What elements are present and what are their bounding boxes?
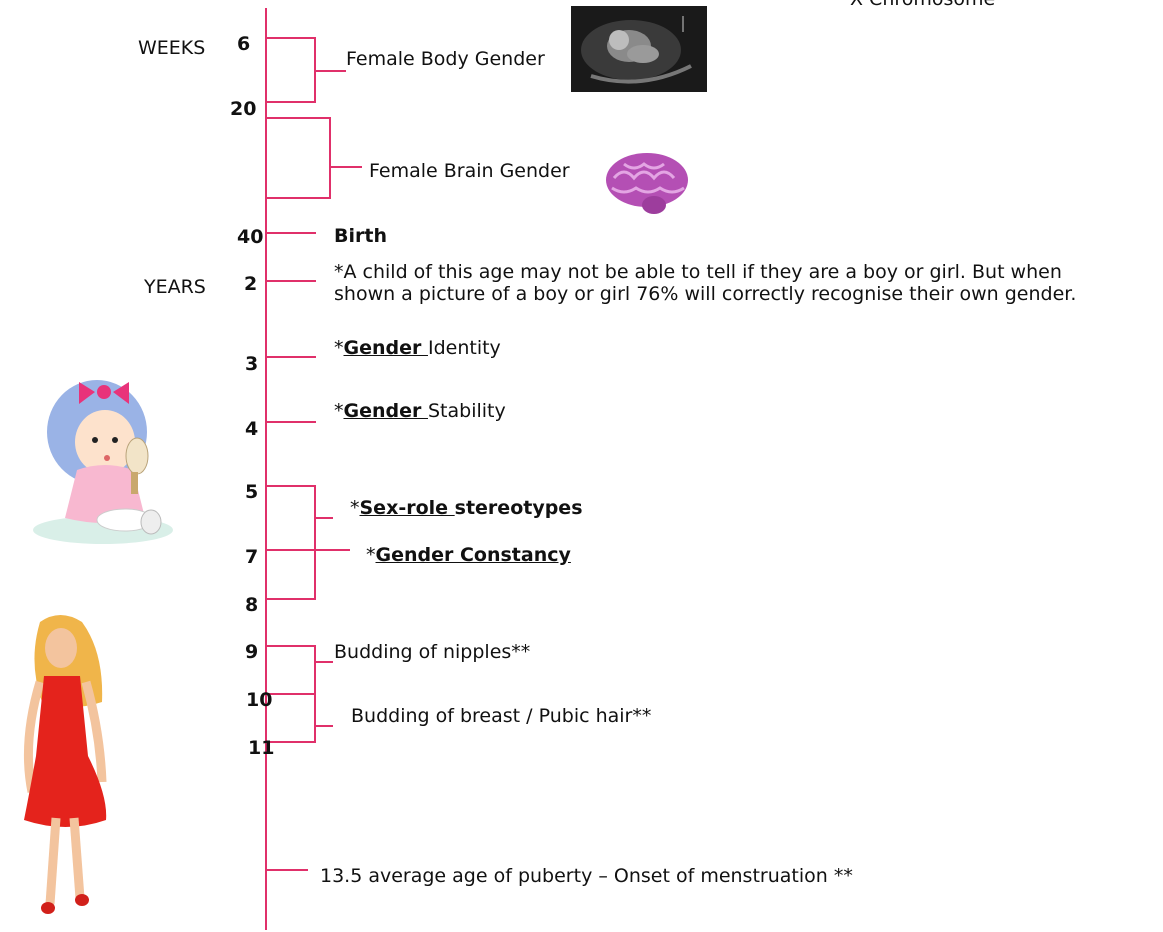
tick-label-6: 6 — [237, 33, 250, 55]
tick-label-20: 20 — [230, 98, 256, 120]
ultrasound-image — [571, 6, 707, 92]
bracket-5-8 — [266, 486, 315, 599]
breast-label: Budding of breast / Pubic hair** — [351, 705, 651, 727]
brain-gender-label: Female Brain Gender — [369, 160, 570, 182]
body-gender-label: Female Body Gender — [346, 48, 545, 70]
tick-label-3: 3 — [245, 353, 258, 375]
age2-note: *A child of this age may not be able to … — [334, 261, 1076, 305]
bracket-brain-gender — [266, 118, 330, 198]
brain-icon — [604, 150, 690, 216]
nipples-label: Budding of nipples** — [334, 641, 530, 663]
woman-red-dress-illustration — [10, 612, 122, 918]
bracket-body-gender — [266, 38, 315, 102]
tick-label-4: 4 — [245, 418, 258, 440]
puberty-label: 13.5 average age of puberty – Onset of m… — [320, 865, 853, 887]
tick-label-40: 40 — [237, 226, 263, 248]
tick-label-11: 11 — [248, 737, 274, 759]
gender-stability-label: *Gender Stability — [334, 400, 506, 422]
gender-identity-label: *Gender Identity — [334, 337, 501, 359]
tick-label-8: 8 — [245, 594, 258, 616]
toddler-girl-illustration — [25, 370, 175, 550]
sex-role-stereotypes-label: *Sex-role stereotypes — [350, 497, 583, 519]
years-label: YEARS — [144, 276, 206, 298]
tick-label-7: 7 — [245, 546, 258, 568]
tick-label-5: 5 — [245, 481, 258, 503]
tick-label-9: 9 — [245, 641, 258, 663]
gender-constancy-label: *Gender Constancy — [366, 544, 571, 566]
tick-label-10: 10 — [246, 689, 272, 711]
tick-label-2: 2 — [244, 273, 257, 295]
birth-label: Birth — [334, 225, 387, 247]
weeks-label: WEEKS — [138, 37, 205, 59]
